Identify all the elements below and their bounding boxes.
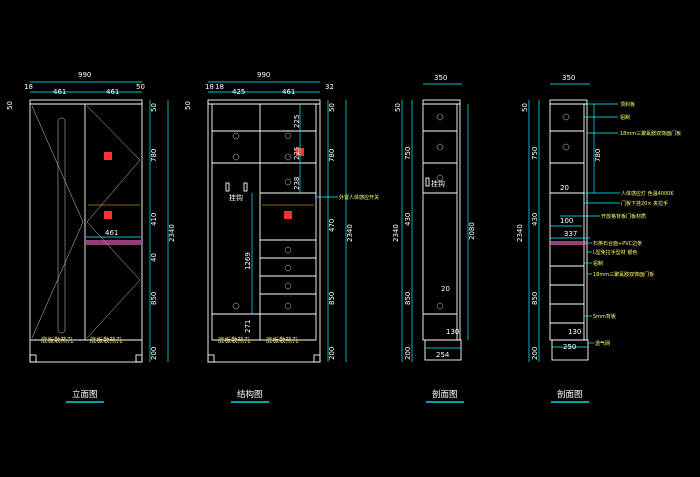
warning-icon (104, 211, 112, 219)
sensor-switch-callout: 外置人体感应开关 (339, 194, 379, 201)
callout-back-panel: 5mm背板 (593, 313, 616, 320)
section-view-1: 350 挂钩 20 130 254 50 750 430 850 200 234… (392, 74, 476, 403)
view-title-structure: 结构图 (237, 389, 263, 400)
callout-sensor-light: 人体感应灯 色温4000K (621, 190, 674, 197)
dim-depth: 350 (562, 74, 575, 82)
dim-base: 200 (404, 347, 412, 360)
callout-door-panel: 18mm三聚氰胺双饰面门板 (620, 130, 681, 137)
dim-bottom-shelf: 271 (244, 320, 252, 333)
callout-profile: L型免拉手型材 银色 (593, 249, 637, 256)
dim-inner-20: 20 (441, 285, 450, 293)
dim-base-depth: 250 (563, 343, 576, 351)
dim-lower: 850 (150, 292, 158, 305)
dim-bay-right: 461 (282, 88, 295, 96)
dim-upper-right: 780 (594, 149, 602, 162)
dim-side-right: 32 (325, 83, 334, 91)
dim-shelf-2: 225 (293, 147, 301, 160)
dim-base: 200 (150, 347, 158, 360)
view-title-section-1: 剖面图 (432, 389, 458, 400)
dim-side-left-2: 18 (215, 83, 224, 91)
vent-label-left: 底板散热孔 (218, 335, 251, 344)
dim-gap: 40 (150, 253, 158, 262)
dim-top: 50 (521, 103, 529, 112)
dim-shelf-3: 238 (293, 177, 301, 190)
dim-inner-height: 2080 (468, 222, 476, 240)
dim-side-left: 18 (24, 83, 33, 91)
dim-door-left: 461 (53, 88, 66, 96)
dim-side-right: 50 (136, 83, 145, 91)
dim-top: 50 (394, 103, 402, 112)
dim-middle: 410 (150, 213, 158, 226)
callout-door-panel-2: 18mm三聚氰胺双饰面门板 (593, 271, 654, 278)
callout-open-shelf: 开放格背板门板材质 (601, 213, 646, 220)
dim-inner-100: 100 (560, 217, 573, 225)
warning-icon (104, 152, 112, 160)
structure-view: 990 18 18 425 461 32 50 (184, 71, 379, 403)
dim-middle: 470 (328, 219, 336, 232)
hang-rod-label: 挂钩 (229, 193, 243, 202)
dim-inner-130: 130 (568, 328, 581, 336)
dim-middle: 430 (531, 213, 539, 226)
section-view-2: 350 20 100 337 130 250 50 750 430 850 20… (516, 74, 681, 403)
view-title-section-2: 剖面图 (557, 389, 583, 400)
dim-upper: 780 (150, 149, 158, 162)
dim-top: 50 (150, 103, 158, 112)
dim-top-left: 50 (184, 101, 192, 110)
dim-upper: 780 (328, 149, 336, 162)
dim-lower: 850 (531, 292, 539, 305)
callout-vent-mesh: 透气网 (595, 340, 610, 347)
dim-door-right: 461 (106, 88, 119, 96)
dim-lower: 850 (404, 292, 412, 305)
dim-shelf-1: 225 (293, 115, 301, 128)
dim-total-width: 990 (78, 71, 91, 79)
dim-total-height: 2340 (346, 224, 354, 242)
dim-total-height: 2340 (168, 224, 176, 242)
dim-inner-130: 130 (446, 328, 459, 336)
callout-quartz-top: 石英石台面+PVC边条 (593, 240, 642, 247)
dim-inner-width: 461 (105, 229, 118, 237)
dim-top-left: 50 (6, 101, 14, 110)
elevation-view: 990 18 461 461 50 50 461 底板散热孔 底板散热孔 (6, 71, 176, 403)
vent-label-right: 底板散热孔 (90, 335, 123, 344)
callout-top-cover: 顶封板 (620, 101, 635, 108)
dim-base-depth: 254 (436, 351, 450, 359)
warning-icon (284, 211, 292, 219)
callout-hinge-2: 铝制 (593, 260, 603, 267)
callout-handle: 门板下挂20× 夹拉手 (621, 200, 668, 207)
dim-base: 200 (531, 347, 539, 360)
dim-base: 200 (328, 347, 336, 360)
dim-lower: 850 (328, 292, 336, 305)
dim-inner-20: 20 (560, 184, 569, 192)
dim-total-width: 990 (257, 71, 270, 79)
callout-hinge: 铝制 (620, 114, 630, 121)
dim-side-left: 18 (205, 83, 214, 91)
dim-hang-height: 1269 (244, 252, 252, 270)
dim-upper: 750 (404, 147, 412, 160)
dim-counter-depth: 337 (564, 230, 577, 238)
dim-top: 50 (328, 103, 336, 112)
dim-total-height: 2340 (392, 224, 400, 242)
vent-label-right: 底板散热孔 (266, 335, 299, 344)
view-title-elevation: 立面图 (72, 389, 98, 400)
dim-depth: 350 (434, 74, 447, 82)
dim-middle: 430 (404, 213, 412, 226)
dim-upper: 750 (531, 147, 539, 160)
vent-label-left: 底板散热孔 (41, 335, 74, 344)
dim-bay-left: 425 (232, 88, 245, 96)
dim-total-height: 2340 (516, 224, 524, 242)
hang-rod-label: 挂钩 (431, 179, 445, 188)
